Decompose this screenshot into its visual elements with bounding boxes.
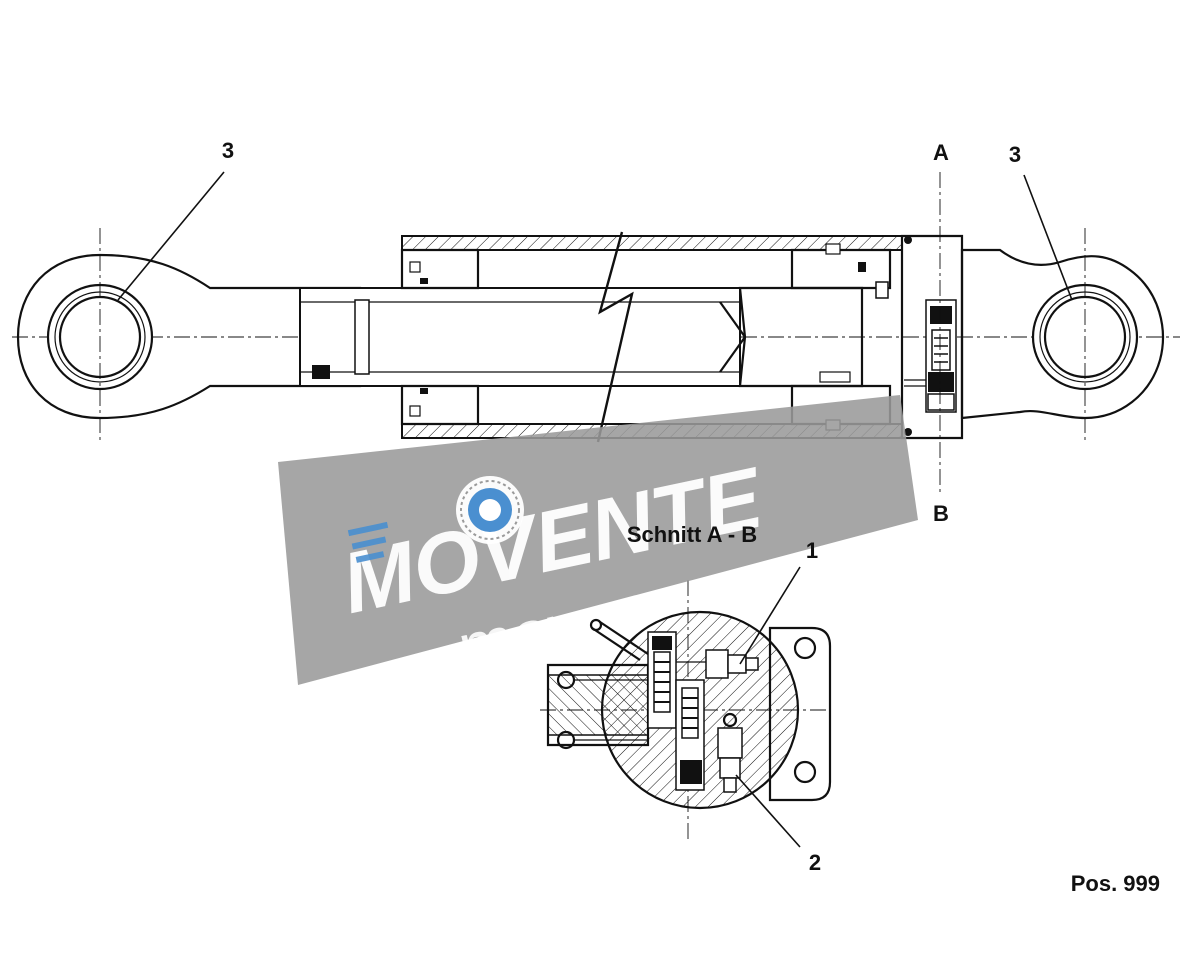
mounting-flange <box>768 626 832 802</box>
rod-gland <box>400 248 480 290</box>
watermark-band <box>278 395 918 685</box>
bearing-logo-icon <box>456 476 524 544</box>
leader-lines <box>117 171 1073 848</box>
callout-1: 1 <box>806 538 818 563</box>
callout-3-left: 3 <box>222 138 234 163</box>
section-title: Schnitt A - B <box>627 522 757 547</box>
section-label-b: B <box>933 501 949 526</box>
piston-rod <box>299 287 741 387</box>
section-label-a: A <box>933 140 949 165</box>
position-number: Pos. 999 <box>1071 871 1160 896</box>
fitting-2 <box>717 727 743 759</box>
cylinder-end-cap <box>900 234 964 440</box>
speed-lines-icon <box>347 521 389 563</box>
break-line <box>596 231 634 443</box>
labels: 3 A 3 B Schnitt A - B 1 2 Pos. 999 <box>222 138 1160 896</box>
rod-eye-right <box>960 248 1164 420</box>
piston <box>790 248 892 290</box>
section-a-b-view <box>540 580 832 840</box>
watermark: MOVENTE movente.ru <box>278 395 918 685</box>
callout-3-right: 3 <box>1009 142 1021 167</box>
callout-2: 2 <box>809 850 821 875</box>
fitting-1 <box>705 649 729 679</box>
